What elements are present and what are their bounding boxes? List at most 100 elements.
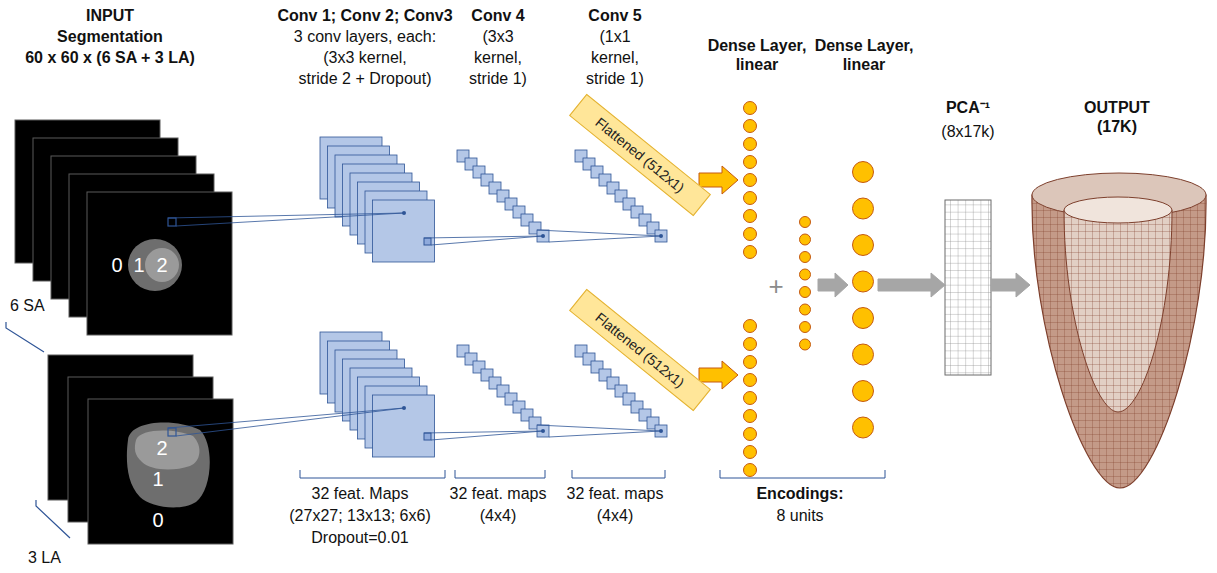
encoding-unit [800,217,811,228]
encoding-unit [800,287,811,298]
neuron [744,156,757,169]
myocardium-region [127,423,210,508]
block-arrow [878,273,945,297]
flatten-band: Flattened (512x1) [569,94,711,216]
encoding-unit [800,339,811,350]
layer-title: Conv 5 [588,6,641,25]
stack-label: 3 LA [28,548,61,567]
receptive-field [168,218,176,226]
layer-heading: PCA⁻¹ [918,98,1018,117]
layer-note: 32 feat. Maps [312,484,409,503]
class-label: 2 [156,436,167,460]
output-mesh: OUTPUT (17K) [1030,172,1208,490]
neuron [744,464,757,477]
stack-label: 6 SA [10,296,45,315]
layer-heading: Dense Layer, linear [703,36,811,74]
projection-line [431,236,543,245]
neuron [744,320,757,333]
class-label: 1 [152,467,163,491]
encoding-unit [800,269,811,280]
bracket [455,470,545,478]
projection-line [537,425,661,431]
layer-heading: OUTPUT (17K) [1071,98,1163,136]
neuron [744,338,757,351]
neuron [853,271,874,292]
neuron [744,120,757,133]
neuron [853,235,874,256]
layer-note: (1x1 [599,27,630,46]
receptive-field [424,433,431,440]
layer-note: stride 1) [586,69,644,88]
block-arrow [818,273,848,297]
class-label: 1 [133,253,144,277]
flatten-band: Flattened (512x1) [569,289,711,411]
neuron [853,344,874,365]
layer-note: 32 feat. maps [567,484,664,503]
ventricle-cavity [1064,210,1172,412]
neuron [853,381,874,402]
layer-note: (3x3 [482,27,513,46]
neuron [744,192,757,205]
neuron [853,162,874,183]
neuron [744,446,757,459]
cavity-region [145,248,179,282]
encoding-unit [800,234,811,245]
layer-note: kernel, [591,48,639,67]
layer-note: stride 1) [469,69,527,88]
cavity-mesh [1064,210,1172,412]
class-label: 2 [156,253,167,277]
encoding-unit [800,322,811,333]
neuron [744,210,757,223]
projection-line [176,213,404,226]
layer-note: Dropout=0.01 [311,528,408,547]
cavity-rim [1064,197,1172,223]
neuron [744,174,757,187]
projection-line [537,230,661,236]
myocardium-region [128,239,182,291]
class-label: 0 [152,508,163,532]
heading: 60 x 60 x (6 SA + 3 LA) [25,48,195,67]
projection-line [431,431,543,440]
projection-line [168,213,404,218]
neuron [744,410,757,423]
encoding-unit [800,304,811,315]
layer-title: Conv 1; Conv 2; Conv3 [277,6,452,25]
bracket [6,322,44,352]
layer-title: Conv 4 [471,6,524,25]
layer-title: Encodings: [756,484,843,503]
neuron [853,308,874,329]
encoding-unit [800,252,811,263]
neuron [744,228,757,241]
layer-heading: (8x17k) [918,122,1018,141]
neuron [744,374,757,387]
layer-note: kernel, [474,48,522,67]
neuron [744,392,757,405]
bracket [300,470,445,478]
bracket [572,470,665,478]
class-label: 0 [111,253,122,277]
image-slice [87,192,232,335]
projection-line [549,431,661,437]
layer-note: (27x27; 13x13; 6x6) [289,506,430,525]
heading: Segmentation [57,27,163,46]
pca-matrix-ground [945,200,991,375]
neuron [853,198,874,219]
layer-note: (4x4) [597,506,633,525]
neuron [744,138,757,151]
receptive-field [168,428,176,436]
receptive-field [424,238,431,245]
neuron [744,356,757,369]
neuron [744,428,757,441]
layer-note: (3x3 kernel, [323,48,407,67]
projection-line [168,408,404,428]
layer-heading: Dense Layer, linear [810,36,918,74]
dense-layer: Dense Layer, linear [848,158,878,443]
layer-note: stride 2 + Dropout) [299,69,432,88]
pca-matrix [945,200,991,375]
layer-note: 3 conv layers, each: [294,27,436,46]
image-slice [88,399,233,544]
neuron [744,246,757,259]
cavity-region [135,430,200,469]
projection-line [176,408,404,436]
neuron [744,102,757,115]
